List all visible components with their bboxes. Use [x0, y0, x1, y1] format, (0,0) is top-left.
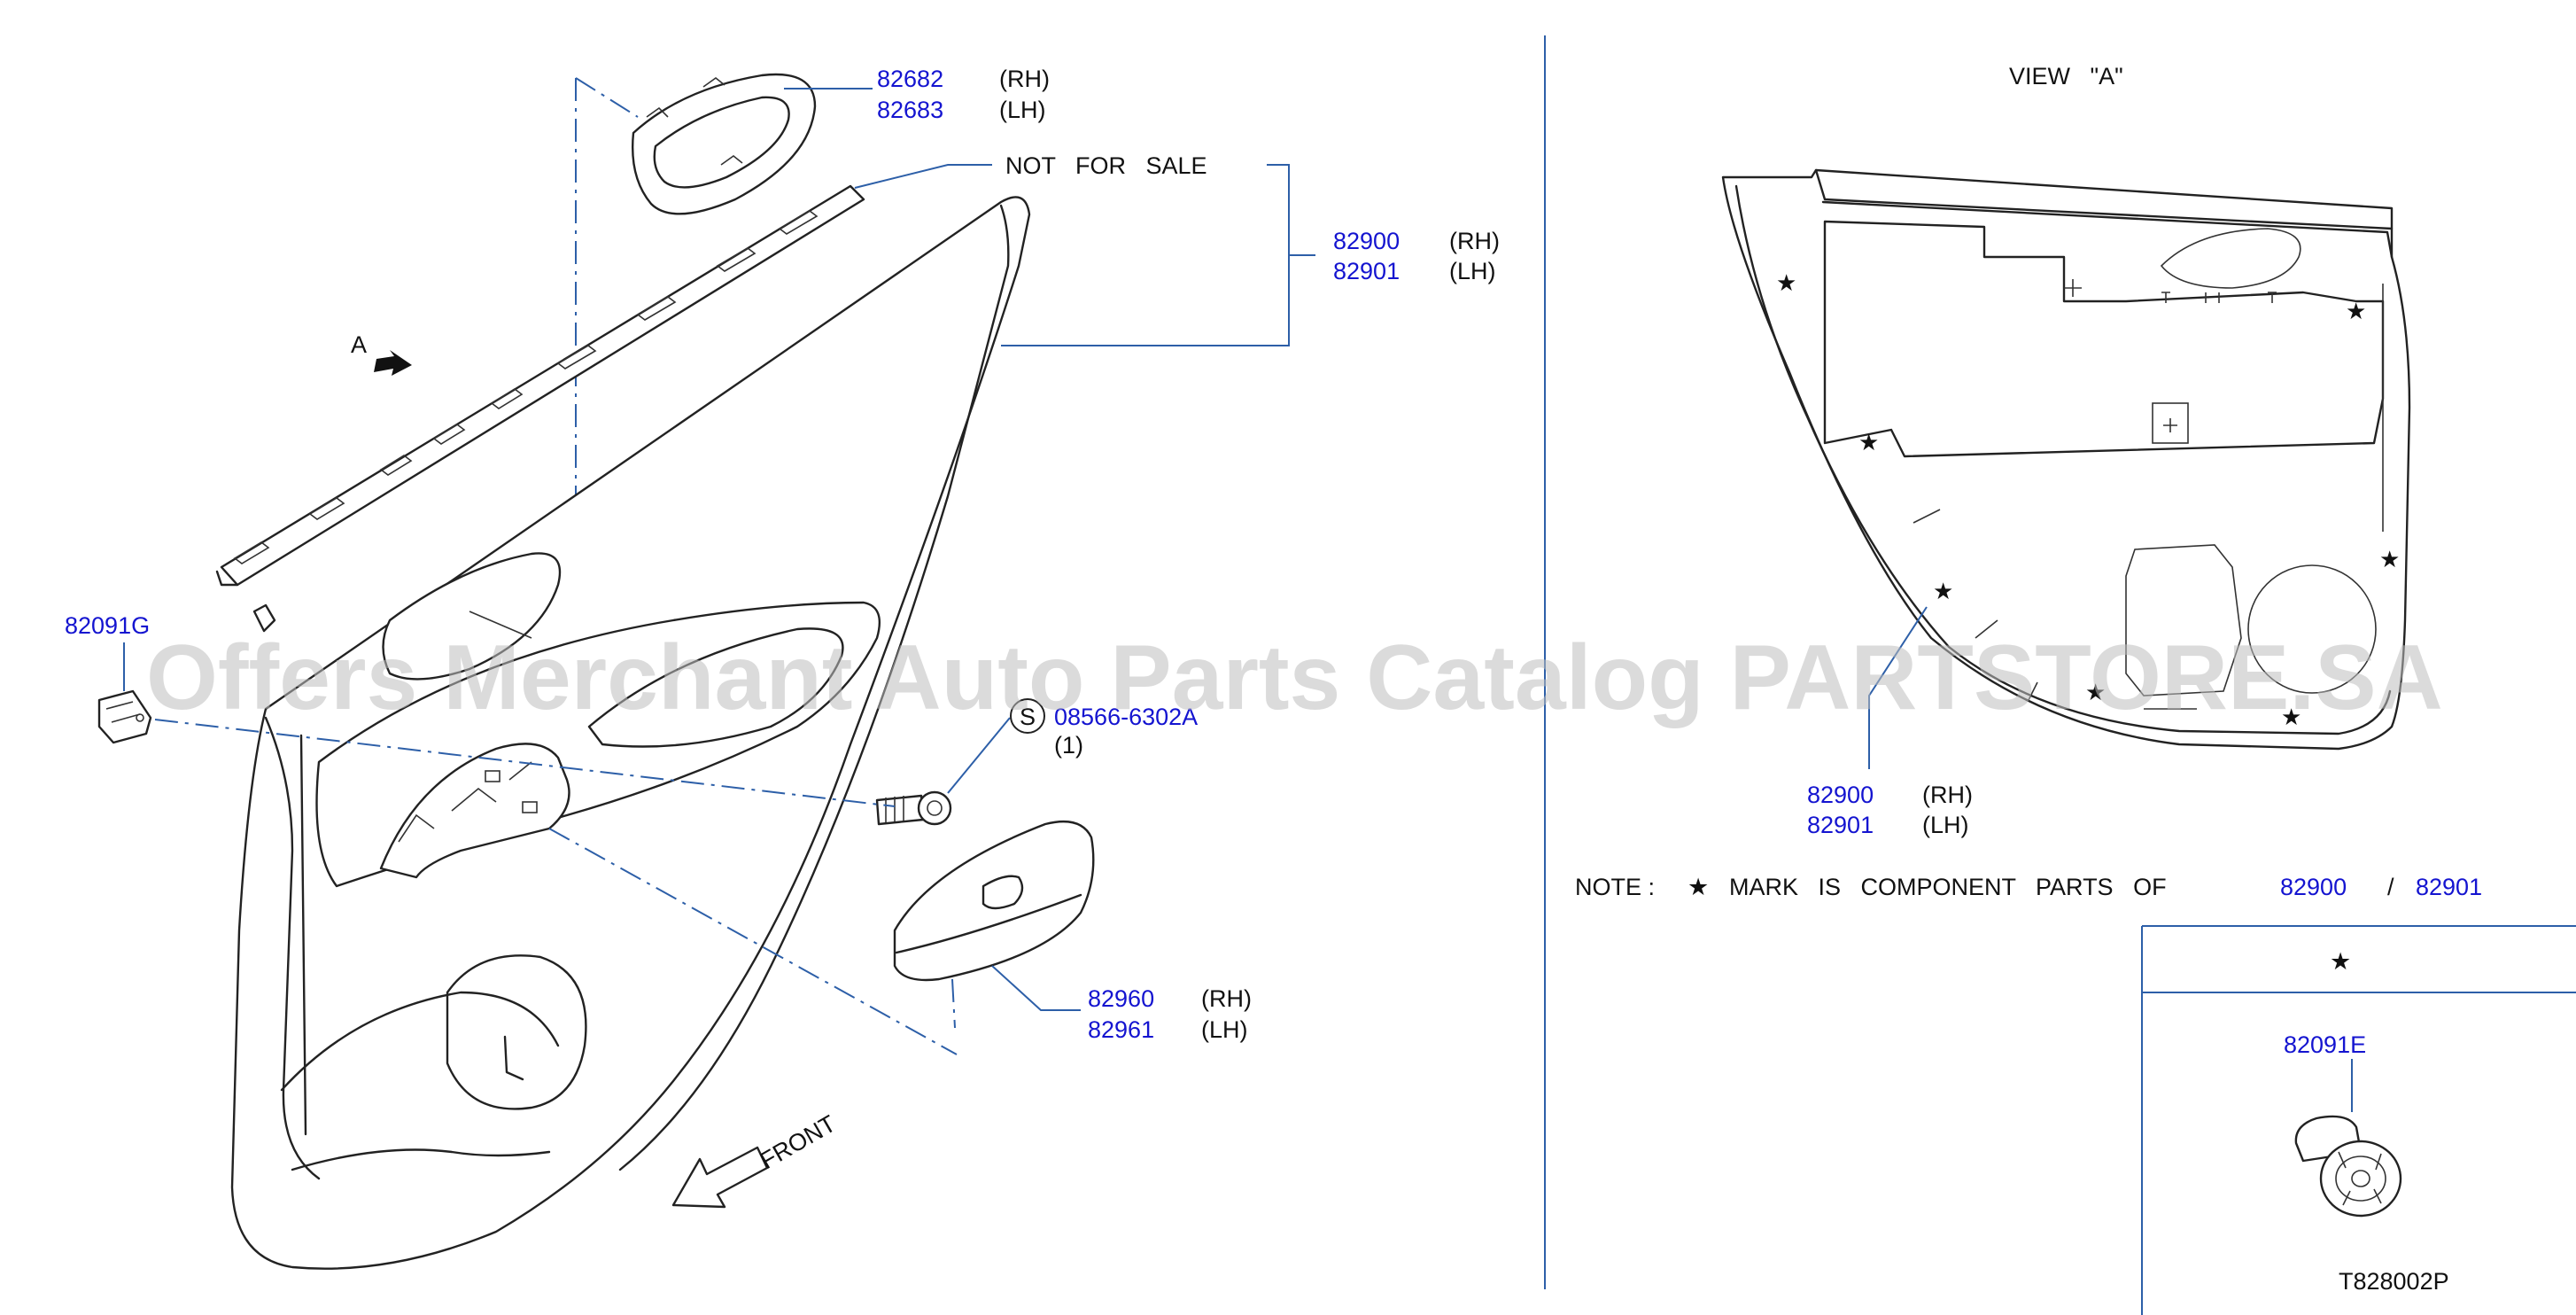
side-82900: (RH) [1449, 228, 1500, 254]
leader-lines [123, 88, 1315, 1011]
clip-82091G [97, 689, 152, 744]
side-82682: (RH) [999, 66, 1050, 92]
not-for-sale-label: NOT FOR SALE [1005, 152, 1207, 179]
part-number-82091G[interactable]: 82091G [65, 612, 150, 639]
switch-housing [379, 743, 570, 879]
part-number-82682[interactable]: 82682 [877, 66, 943, 92]
side-82901: (LH) [1449, 258, 1496, 284]
view-a-title: VIEW "A" [2009, 63, 2123, 89]
note-prefix: NOTE : [1575, 874, 1655, 900]
install-line-finisher-2 [951, 978, 956, 1029]
note-star: ★ [1688, 874, 1709, 900]
note-text: MARK IS COMPONENT PARTS OF [1729, 874, 2167, 900]
view-a-leader [1868, 606, 1928, 769]
side-82960: (RH) [1201, 985, 1252, 1012]
note-slash: / [2387, 874, 2394, 900]
svg-text:★: ★ [2085, 679, 2106, 705]
install-line-clip [154, 719, 896, 807]
screw-symbol-circle [1010, 698, 1045, 734]
drawing-code: T828002P [2339, 1268, 2449, 1295]
part-number-82960[interactable]: 82960 [1088, 985, 1154, 1012]
view-a-arrow [374, 350, 412, 376]
svg-text:★: ★ [1776, 269, 1796, 296]
part-number-82961[interactable]: 82961 [1088, 1016, 1154, 1043]
window-moulding [215, 184, 865, 633]
side-82683: (LH) [999, 97, 1046, 123]
part-number-82683[interactable]: 82683 [877, 97, 943, 123]
note-part-82900[interactable]: 82900 [2280, 874, 2347, 900]
grip-finisher [632, 73, 817, 215]
front-label: FRONT [756, 1110, 841, 1174]
view-part-number-82900[interactable]: 82900 [1807, 782, 1874, 808]
part-number-08566-6302A[interactable]: 08566-6302A [1054, 704, 1198, 730]
part-number-82901[interactable]: 82901 [1333, 258, 1400, 284]
part-number-82900[interactable]: 82900 [1333, 228, 1400, 254]
watermark: Offers Merchant Auto Parts Catalog PARTS… [146, 626, 2443, 729]
door-trim-back-view [1721, 168, 2411, 751]
part-number-82091E[interactable]: 82091E [2284, 1031, 2366, 1058]
svg-text:★: ★ [1933, 578, 1953, 604]
side-82961: (LH) [1201, 1016, 1248, 1043]
svg-text:★: ★ [2379, 546, 2400, 572]
front-arrow [671, 1146, 769, 1209]
svg-text:★: ★ [2346, 298, 2366, 324]
screw [875, 790, 952, 826]
note-part-82901[interactable]: 82901 [2416, 874, 2482, 900]
arrow-a-label: A [351, 331, 367, 358]
view-side-82900: (RH) [1922, 782, 1973, 808]
svg-text:★: ★ [1858, 429, 1879, 455]
center-line-top [575, 77, 639, 118]
svg-text:★: ★ [2281, 704, 2301, 730]
switch-finisher [893, 821, 1095, 982]
screw-quantity: (1) [1054, 732, 1083, 759]
install-line-finisher [548, 828, 958, 1055]
view-side-82901: (LH) [1922, 812, 1969, 838]
view-part-number-82901[interactable]: 82901 [1807, 812, 1874, 838]
legend-star: ★ [2330, 948, 2351, 975]
screw-symbol: S [1020, 704, 1036, 730]
clip-82091E [2294, 1115, 2402, 1218]
component-stars: ★ ★ ★ ★ ★ ★ ★ [1776, 269, 2400, 730]
star-legend-table [2141, 925, 2576, 1315]
